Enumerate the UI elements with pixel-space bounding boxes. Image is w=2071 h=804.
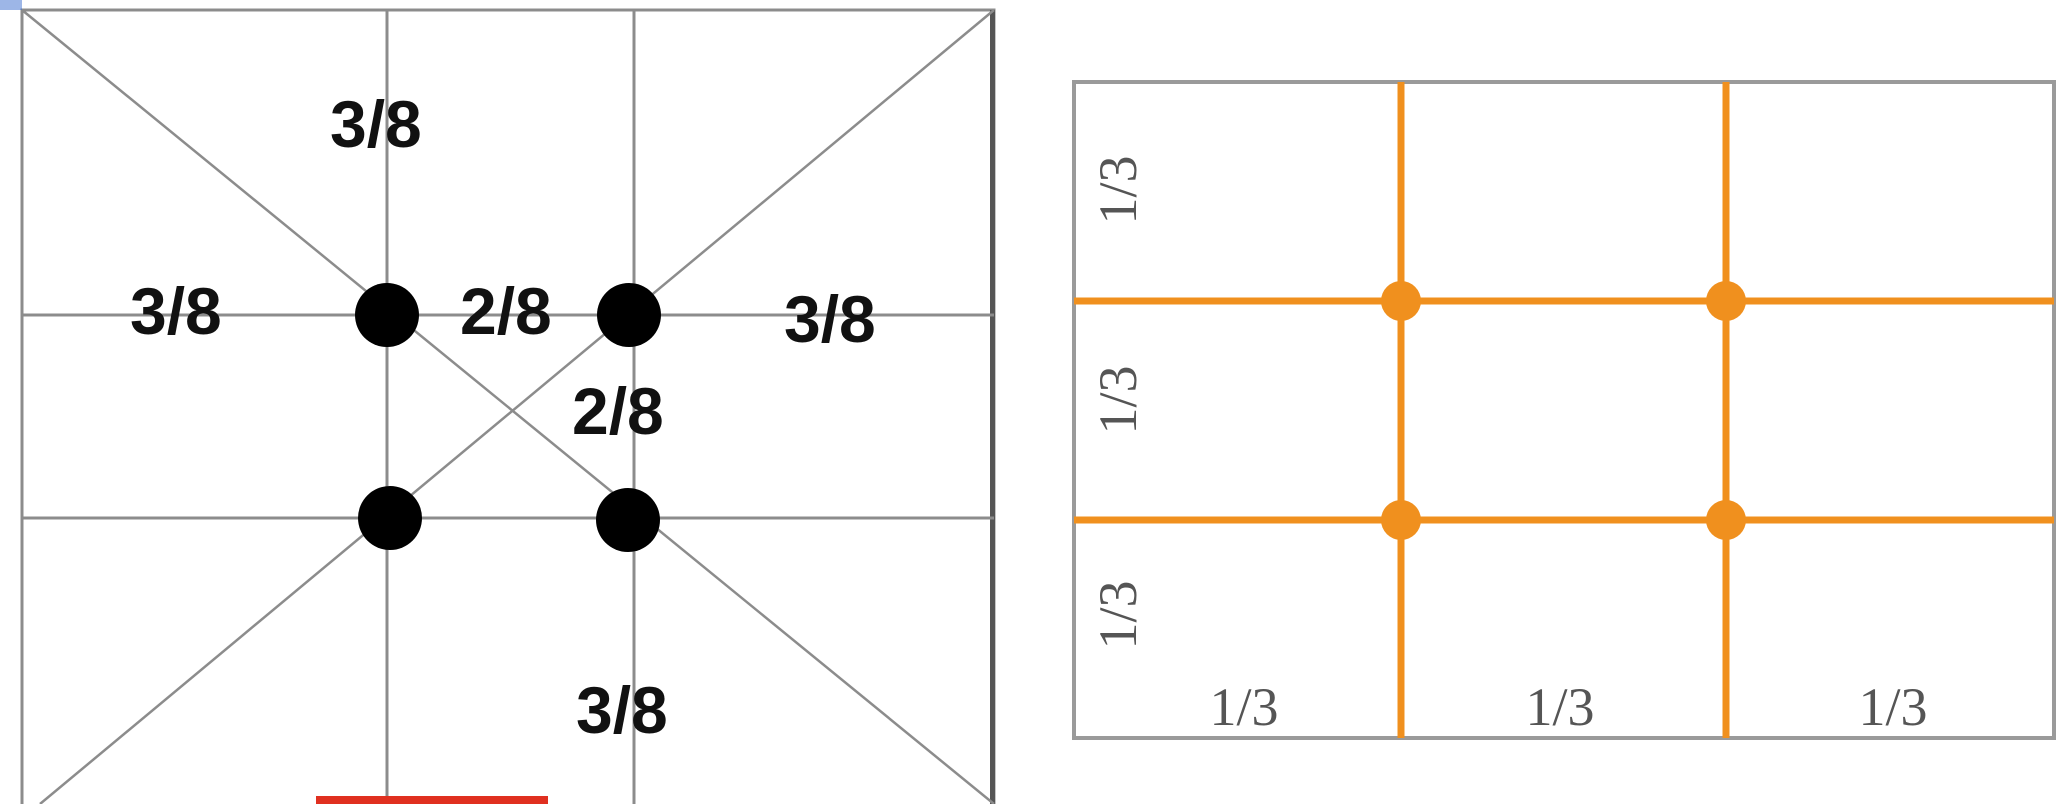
golden-diagonal-2 bbox=[39, 9, 995, 804]
rule-of-thirds-diagram: 1/3 1/3 1/3 1/3 1/3 1/3 bbox=[1072, 80, 2056, 740]
label-right-ratio: 3/8 bbox=[784, 282, 876, 356]
thirds-left-label-top: 1/3 bbox=[1088, 155, 1148, 224]
golden-point-bottom-right bbox=[596, 488, 660, 552]
thirds-point-top-left bbox=[1381, 281, 1421, 321]
label-center-lower-ratio: 2/8 bbox=[572, 374, 664, 448]
thirds-bottom-label-right: 1/3 bbox=[1858, 677, 1927, 737]
cropped-caption-text: — bbox=[578, 790, 608, 804]
thirds-point-bottom-left bbox=[1381, 500, 1421, 540]
thirds-bottom-label-left: 1/3 bbox=[1209, 677, 1278, 737]
thirds-point-top-right bbox=[1706, 281, 1746, 321]
golden-point-bottom-left bbox=[358, 486, 422, 550]
thirds-frame bbox=[1072, 80, 2056, 740]
thirds-point-bottom-right bbox=[1706, 500, 1746, 540]
thirds-left-label-bottom: 1/3 bbox=[1088, 580, 1148, 649]
label-left-ratio: 3/8 bbox=[130, 274, 222, 348]
cropped-caption-marker bbox=[316, 796, 548, 804]
thirds-bottom-label-middle: 1/3 bbox=[1525, 677, 1594, 737]
label-top-ratio: 3/8 bbox=[330, 87, 422, 161]
thirds-left-label-middle: 1/3 bbox=[1088, 365, 1148, 434]
golden-diagonal-1 bbox=[21, 9, 995, 804]
label-bottom-ratio: 3/8 bbox=[576, 673, 668, 747]
golden-section-diagram: 3/8 3/8 2/8 3/8 2/8 3/8 — bbox=[20, 8, 996, 804]
golden-frame-right-edge bbox=[990, 10, 995, 804]
corner-marker bbox=[0, 0, 22, 10]
golden-point-top-left bbox=[355, 283, 419, 347]
golden-point-top-right bbox=[597, 283, 661, 347]
label-center-ratio: 2/8 bbox=[460, 274, 552, 348]
